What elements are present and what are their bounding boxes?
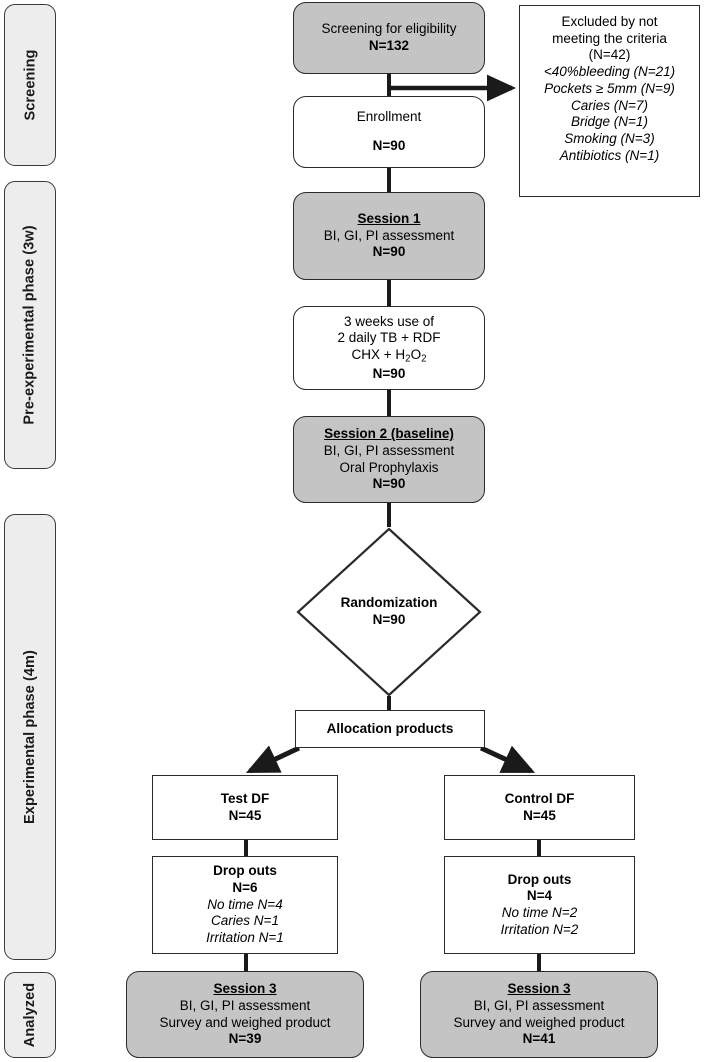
randomization-title: Randomization — [340, 595, 438, 611]
arrow-allocation-to-control — [479, 745, 536, 774]
node-session-3-control: Session 3 BI, GI, PI assessment Survey a… — [420, 971, 658, 1058]
phase-label-analyzed: Analyzed — [22, 982, 38, 1048]
connector-dropouts-to-session3-control — [537, 954, 541, 974]
excluded-line-2: meeting the criteria — [552, 30, 667, 46]
excluded-reason-bleeding: <40%bleeding (N=21) — [543, 64, 676, 80]
node-allocation-products: Allocation products — [295, 710, 485, 748]
session-1-title: Session 1 — [357, 210, 421, 226]
session-3-test-n: N=39 — [228, 1031, 262, 1047]
connector-dropouts-to-session3-test — [244, 954, 248, 974]
session-2-title: Session 2 (baseline) — [324, 426, 454, 442]
excluded-reason-caries: Caries (N=7) — [571, 97, 648, 113]
session-3-control-survey: Survey and weighed product — [453, 1014, 625, 1030]
session-1-n: N=90 — [372, 244, 406, 260]
node-session-1: Session 1 BI, GI, PI assessment N=90 — [293, 192, 485, 280]
dropouts-control-title: Drop outs — [507, 871, 572, 887]
chx-sub-1: 2 — [405, 353, 411, 365]
phase-label-pre-experimental: Pre-experimental phase (3w) — [22, 225, 39, 425]
node-randomization: Randomization N=90 — [296, 527, 482, 697]
dropouts-control-reason-1: No time N=2 — [501, 905, 578, 920]
session-2-prophylaxis: Oral Prophylaxis — [339, 459, 439, 475]
excluded-reason-pockets: Pockets ≥ 5mm (N=9) — [544, 80, 675, 96]
dropouts-control-n: N=4 — [526, 888, 553, 904]
phase-pre-experimental: Pre-experimental phase (3w) — [4, 181, 56, 469]
screening-n: N=132 — [368, 38, 410, 53]
dropouts-test-n: N=6 — [232, 879, 258, 895]
session-3-control-title: Session 3 — [507, 981, 571, 997]
connector-enrollment-to-session1 — [387, 168, 391, 192]
session-3-test-assessment: BI, GI, PI assessment — [179, 997, 311, 1013]
chx-mid: O — [410, 346, 422, 362]
node-dropouts-test: Drop outs N=6 No time N=4 Caries N=1 Irr… — [152, 856, 338, 954]
excluded-reason-bridge: Bridge (N=1) — [571, 114, 648, 130]
node-dropouts-control: Drop outs N=4 No time N=2 Irritation N=2 — [444, 856, 635, 954]
phase-analyzed: Analyzed — [4, 972, 56, 1058]
session-1-assessment: BI, GI, PI assessment — [323, 227, 455, 243]
dropouts-test-reason-3: Irritation N=1 — [206, 930, 284, 946]
enrollment-n: N=90 — [372, 138, 406, 153]
node-excluded: Excluded by not meeting the criteria (N=… — [519, 5, 700, 197]
node-enrollment: Enrollment N=90 — [293, 96, 485, 168]
enrollment-title: Enrollment — [356, 109, 422, 125]
connector-session2-to-randomization — [387, 503, 391, 527]
allocation-title: Allocation products — [326, 720, 454, 736]
session-2-assessment: BI, GI, PI assessment — [323, 442, 455, 458]
excluded-reason-smoking: Smoking (N=3) — [564, 131, 655, 147]
excluded-line-1: Excluded by not — [561, 14, 658, 29]
chx-prefix: CHX + H — [351, 346, 406, 362]
connector-controldf-to-dropouts — [537, 840, 541, 856]
connector-randomization-to-allocation — [387, 696, 391, 712]
three-weeks-line-2: 2 daily TB + RDF — [337, 330, 441, 346]
randomization-text: Randomization N=90 — [296, 527, 482, 697]
node-three-weeks-use: 3 weeks use of 2 daily TB + RDF CHX + H2… — [293, 306, 485, 390]
connector-session1-to-threeweeks — [387, 280, 391, 306]
session-3-control-assessment: BI, GI, PI assessment — [473, 997, 605, 1013]
node-screening: Screening for eligibility N=132 — [293, 2, 485, 74]
session-3-test-title: Session 3 — [213, 981, 277, 997]
session-2-n: N=90 — [372, 476, 406, 492]
node-session-3-test: Session 3 BI, GI, PI assessment Survey a… — [126, 971, 364, 1058]
dropouts-test-title: Drop outs — [213, 863, 277, 879]
session-3-control-n: N=41 — [522, 1031, 556, 1047]
connector-screening-to-enrollment — [387, 72, 391, 96]
dropouts-test-reason-1: No time N=4 — [207, 896, 283, 912]
control-df-title: Control DF — [504, 790, 575, 806]
excluded-reason-antibiotics: Antibiotics (N=1) — [559, 147, 660, 163]
node-control-df: Control DF N=45 — [444, 775, 635, 840]
session-3-test-survey: Survey and weighed product — [159, 1014, 331, 1030]
phase-label-screening: Screening — [22, 49, 39, 121]
connector-testdf-to-dropouts — [244, 840, 248, 856]
excluded-total: (N=42) — [588, 47, 631, 63]
diamond-shape — [296, 527, 482, 697]
chx-sub-2: 2 — [421, 353, 427, 365]
phase-screening: Screening — [4, 4, 56, 166]
phase-label-experimental: Experimental phase (4m) — [22, 650, 39, 824]
randomization-n: N=90 — [372, 612, 406, 627]
phase-experimental: Experimental phase (4m) — [4, 514, 56, 960]
connector-threeweeks-to-session2 — [387, 390, 391, 416]
dropouts-test-reason-2: Caries N=1 — [211, 913, 279, 929]
test-df-title: Test DF — [220, 790, 270, 806]
three-weeks-line-3: CHX + H2O2 — [352, 347, 427, 366]
arrow-allocation-to-test — [245, 745, 301, 774]
dropouts-control-reason-2: Irritation N=2 — [500, 921, 579, 937]
node-session-2: Session 2 (baseline) BI, GI, PI assessme… — [293, 416, 485, 503]
node-test-df: Test DF N=45 — [152, 775, 338, 840]
three-weeks-line-1: 3 weeks use of — [343, 313, 435, 329]
screening-title: Screening for eligibility — [321, 21, 457, 37]
three-weeks-n: N=90 — [372, 365, 406, 381]
test-df-n: N=45 — [228, 807, 262, 823]
control-df-n: N=45 — [523, 807, 556, 823]
